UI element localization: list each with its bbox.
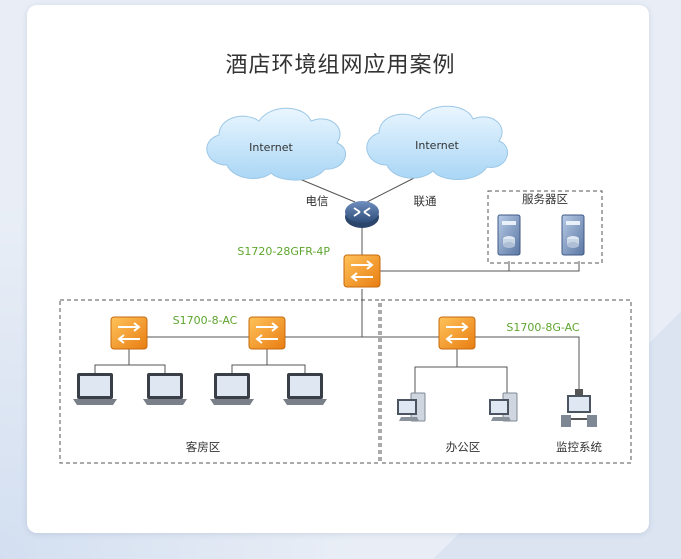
server-zone-box [487,190,603,264]
laptop-icon-3 [210,373,254,405]
pc-icon-2 [488,392,518,422]
guest-switch-icon-2 [248,316,286,350]
office-switch-label: S1700-8G-AC [506,321,580,334]
monitor-system-icon [561,389,597,427]
guest-switch-icon-1 [110,316,148,350]
connection-lines [94,174,580,397]
guest-zone-label: 客房区 [186,440,221,454]
core-switch-label: S1720-28GFR-4P [237,245,330,258]
cloud-label-right: Internet [415,139,459,152]
server-icon-2 [561,214,585,256]
network-diagram: Internet Internet 电信 联通 S1720-28GFR-4P 服… [59,105,632,464]
office-zone-box [380,299,632,464]
office-zone-label: 办公区 [446,440,481,454]
laptop-icon-2 [143,373,187,405]
isp-label-unicom: 联通 [414,194,437,208]
server-icon-1 [497,214,521,256]
office-switch-icon [438,316,476,350]
page-title: 酒店环境组网应用案例 [225,53,456,78]
router-icon [345,201,379,228]
laptop-icon-1 [73,373,117,405]
laptop-icon-4 [283,373,327,405]
server-zone-label: 服务器区 [522,192,568,206]
diagram-card [27,5,649,533]
cloud-right: Internet [366,105,509,181]
zone-boxes [59,190,632,464]
cloud-left: Internet [206,107,346,181]
guest-zone-box [59,299,380,464]
isp-label-telecom: 电信 [306,194,329,208]
monitor-zone-label: 监控系统 [556,440,602,454]
core-switch-icon [343,254,381,288]
guest-switch-label: S1700-8-AC [173,314,238,327]
cloud-label-left: Internet [249,141,293,154]
pc-icon-1 [396,392,426,422]
